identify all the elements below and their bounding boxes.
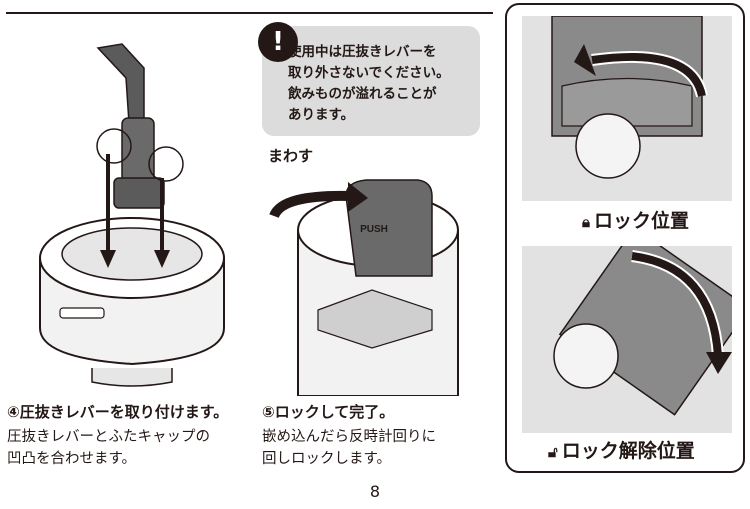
warning-line: 飲みものが溢れることが bbox=[288, 86, 437, 102]
turn-label: まわす bbox=[268, 147, 314, 165]
step-4-line: 凹凸を合わせます。 bbox=[7, 451, 137, 467]
page-number: 8 bbox=[369, 482, 381, 501]
step-5-line: 嵌め込んだら反時計回りに bbox=[262, 429, 436, 445]
unlock-position-text: ロック解除位置 bbox=[561, 440, 695, 462]
lock-open-icon: 🔓︎ bbox=[548, 443, 558, 461]
lock-position-image bbox=[522, 16, 732, 201]
exclamation-icon: ! bbox=[258, 22, 298, 62]
unlock-position-label: 🔓︎ロック解除位置 bbox=[548, 436, 695, 463]
warning-line: 取り外さないでください。 bbox=[288, 65, 450, 81]
push-label: PUSH bbox=[360, 224, 388, 235]
step-5-description: 嵌め込んだら反時計回りに 回しロックします。 bbox=[262, 426, 494, 470]
step-4-title: ④圧抜きレバーを取り付けます。 bbox=[7, 403, 229, 421]
lock-position-text: ロック位置 bbox=[593, 210, 689, 232]
step-4-description: 圧抜きレバーとふたキャップの 凹凸を合わせます。 bbox=[7, 426, 257, 470]
warning-text: 使用中は圧抜きレバーを 取り外さないでください。 飲みものが溢れることが ありま… bbox=[288, 42, 474, 126]
step-5-line: 回しロックします。 bbox=[262, 451, 392, 467]
lock-position-panel bbox=[505, 3, 745, 473]
top-rule bbox=[6, 12, 493, 14]
step-4-line: 圧抜きレバーとふたキャップの bbox=[7, 429, 210, 445]
warning-line: 使用中は圧抜きレバーを bbox=[288, 44, 437, 60]
step-5-title: ⑤ロックして完了。 bbox=[262, 403, 395, 421]
rotate-lock-illustration: PUSH bbox=[269, 179, 459, 396]
lever-attach-illustration bbox=[39, 43, 225, 387]
lock-position-label: 🔒︎ロック位置 bbox=[582, 206, 689, 233]
warning-box bbox=[262, 26, 480, 136]
lock-closed-icon: 🔒︎ bbox=[582, 213, 590, 231]
warning-line: あります。 bbox=[288, 107, 355, 123]
unlock-position-image bbox=[522, 246, 732, 433]
